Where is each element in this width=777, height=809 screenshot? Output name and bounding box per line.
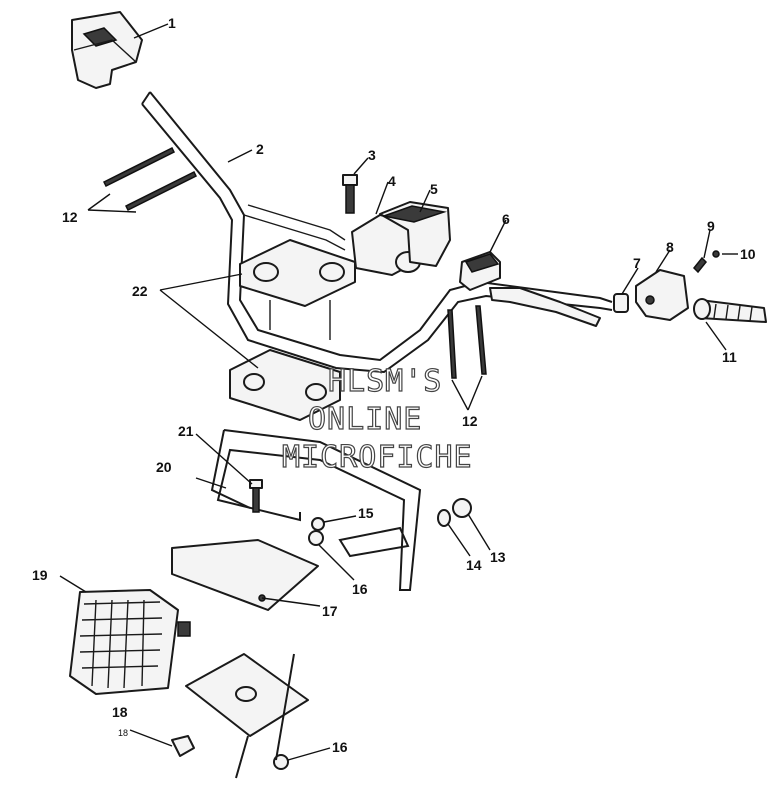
callout-12-right: 12	[462, 413, 478, 429]
callout-15: 15	[358, 505, 374, 521]
base-plate-part	[185, 653, 309, 779]
collar-part	[613, 293, 629, 313]
screw-part	[692, 250, 720, 274]
callout-13: 13	[490, 549, 506, 565]
callout-16-upper: 16	[352, 581, 368, 597]
callout-12-left: 12	[62, 209, 78, 225]
callout-4: 4	[388, 173, 396, 189]
callout-10: 10	[740, 246, 756, 262]
callout-21: 21	[178, 423, 194, 439]
leader-lines	[59, 23, 738, 761]
callout-11: 11	[722, 349, 737, 365]
callout-5: 5	[430, 181, 438, 197]
callout-20: 20	[156, 459, 172, 475]
socket-part	[171, 735, 195, 757]
cable-tie-part	[447, 305, 487, 379]
watermark-line-2: ONLINE	[307, 401, 423, 437]
watermark-line-3: MICROFICHE	[281, 439, 473, 475]
nut-part	[273, 498, 472, 770]
grip-part	[693, 298, 767, 323]
callout-19: 19	[32, 567, 48, 583]
headlight-part	[69, 589, 191, 695]
watermark-line-1: HLSM'S	[327, 363, 443, 399]
callout-3: 3	[368, 147, 376, 163]
callout-17: 17	[322, 603, 338, 619]
callout-22: 22	[132, 283, 148, 299]
handlebar-cover-part	[71, 11, 143, 89]
bolt-part	[249, 479, 263, 513]
headlight-bracket-part	[210, 429, 422, 591]
cable-tie-part	[102, 146, 198, 212]
callout-6: 6	[502, 211, 510, 227]
throttle-housing-part	[635, 269, 689, 321]
callout-2: 2	[256, 141, 264, 157]
callout-18: 18	[112, 704, 128, 720]
callout-8: 8	[666, 239, 674, 255]
callout-16-lower: 16	[332, 739, 348, 755]
callout-7: 7	[633, 255, 641, 271]
callout-14: 14	[466, 557, 482, 573]
callout-1: 1	[168, 15, 176, 31]
bolt-part	[342, 174, 358, 214]
callout-18-small: 18	[118, 728, 128, 738]
clamp-sleeve-part	[379, 201, 451, 267]
upper-clamp-part	[239, 239, 356, 340]
mounting-plate-part	[171, 539, 319, 611]
callout-9: 9	[707, 218, 715, 234]
